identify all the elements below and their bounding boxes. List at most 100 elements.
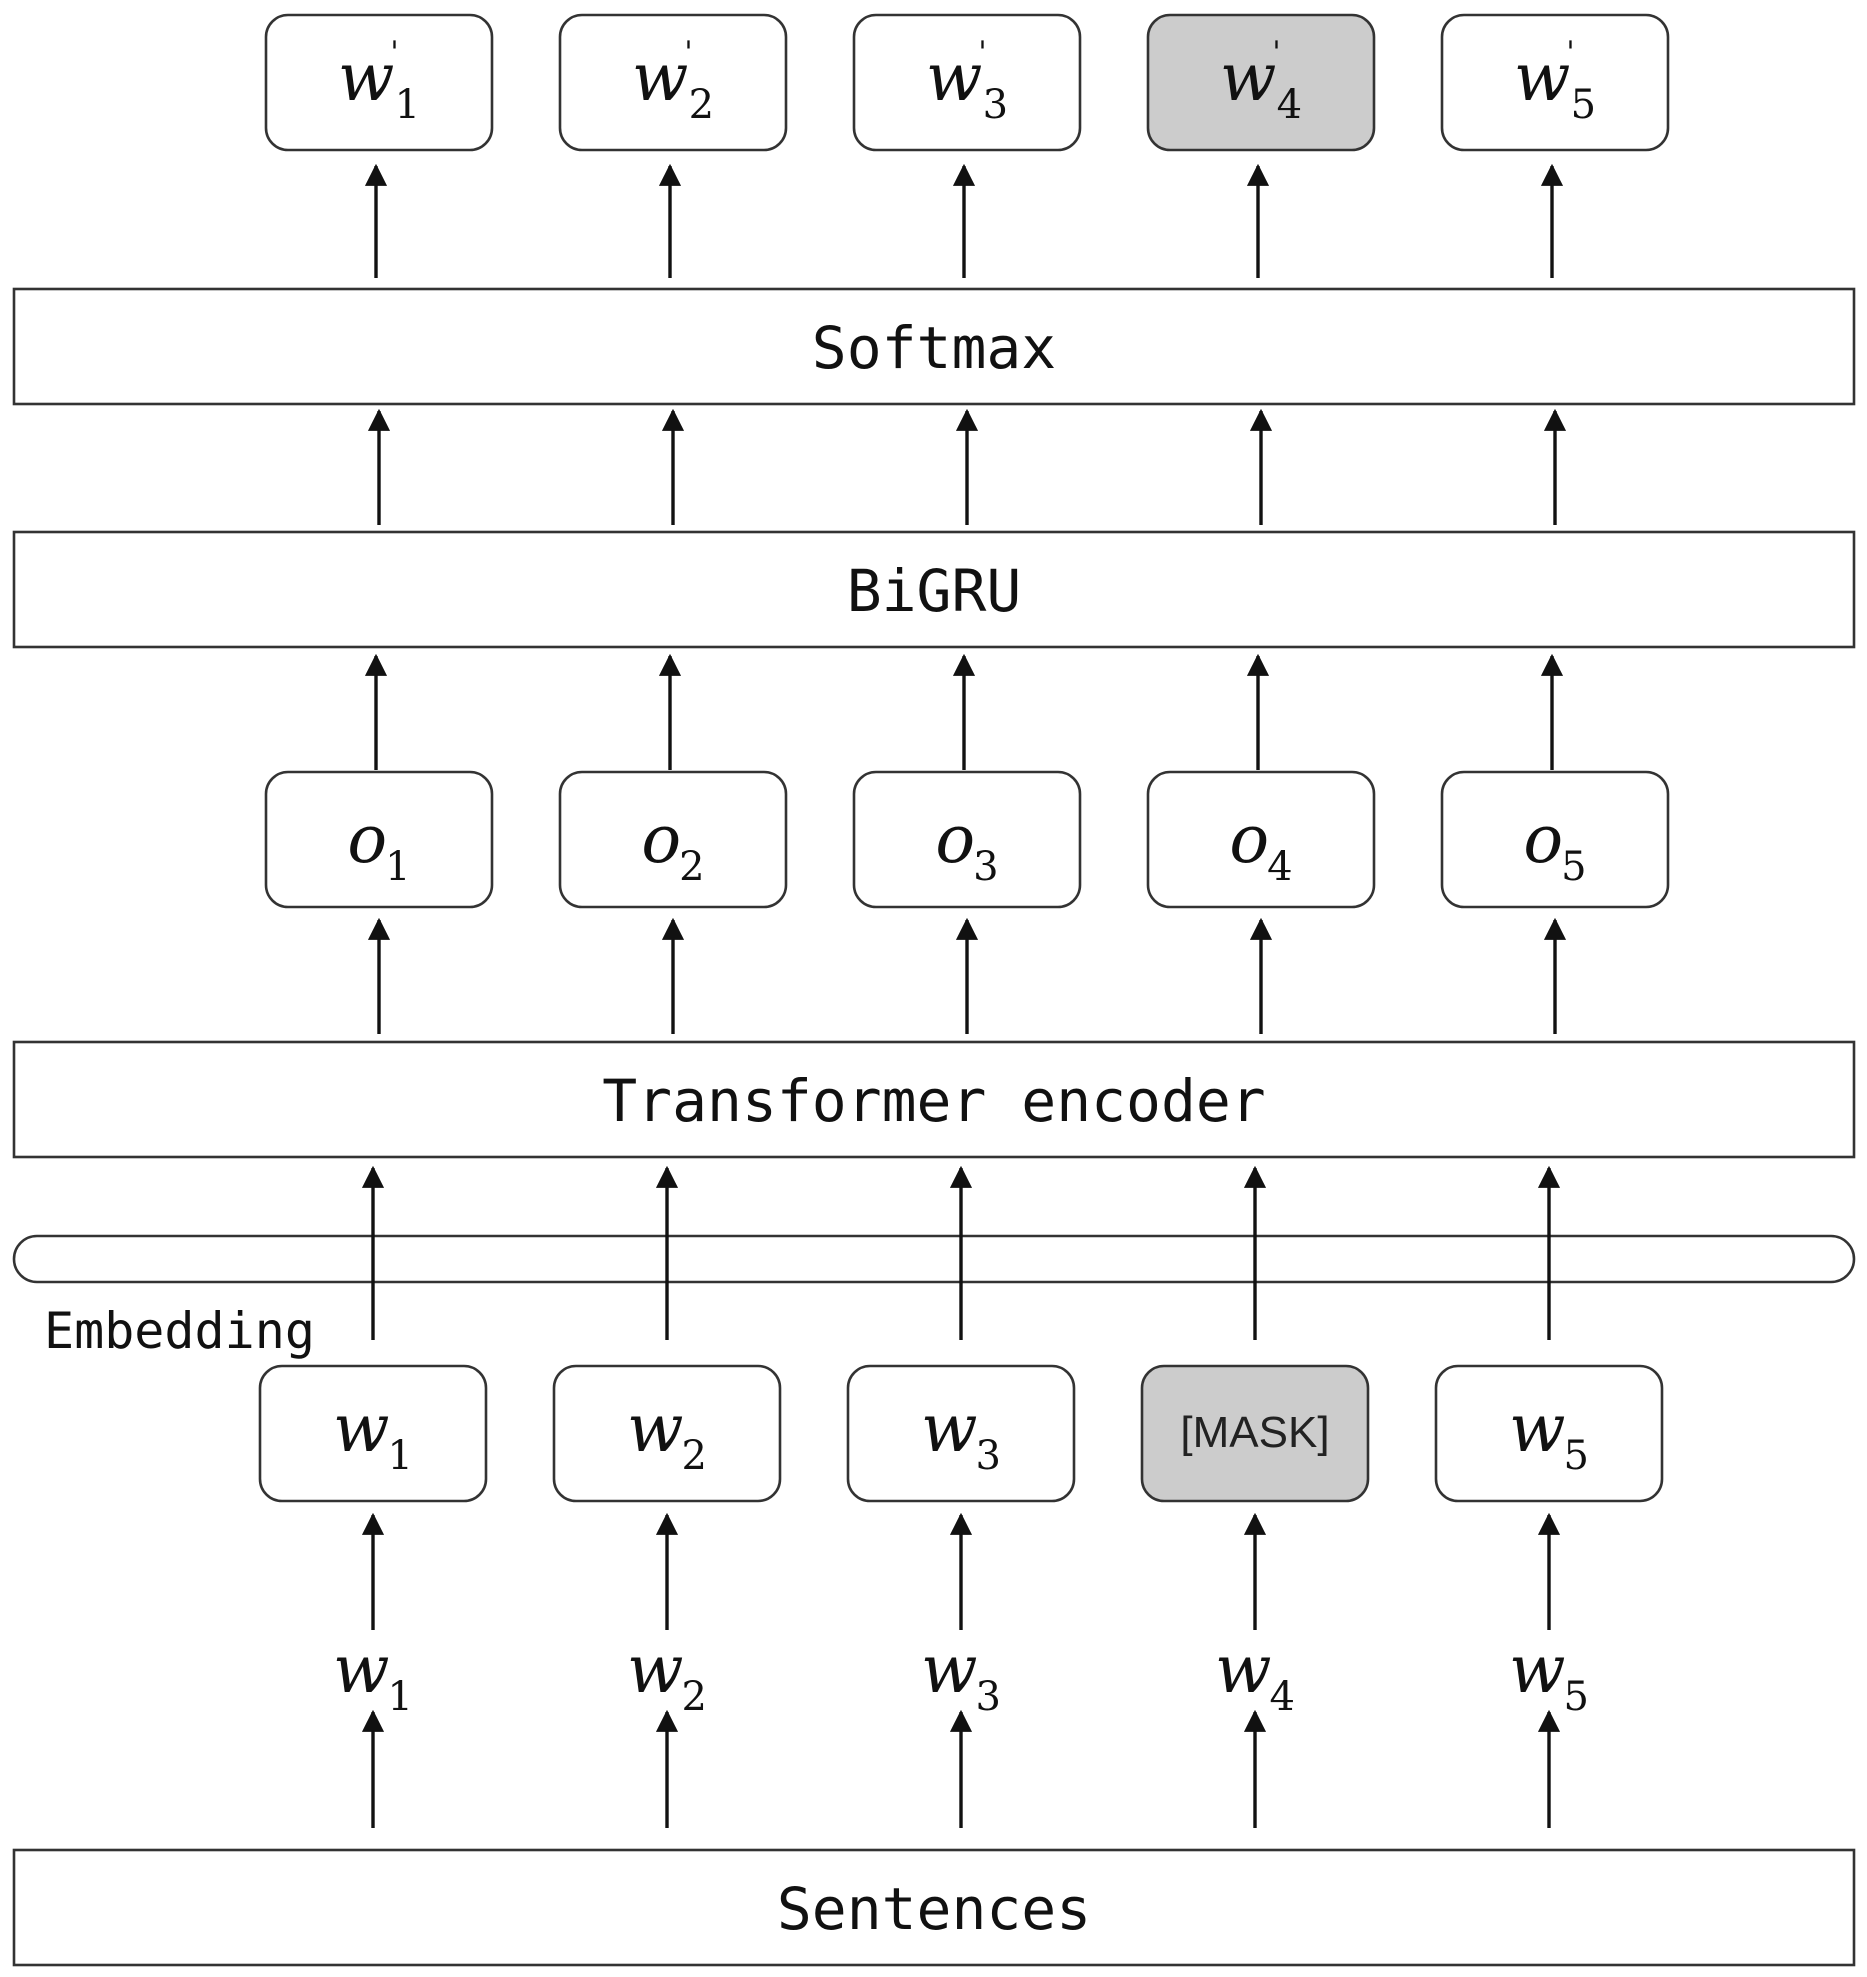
svg-text:w3: w3 [921,1390,1001,1479]
softmax-label: Softmax [812,314,1056,382]
input-word-2-base: w [627,1631,684,1708]
sentences-label: Sentences [777,1875,1091,1943]
input-word-1-base: w [333,1631,390,1708]
embedded-token-5-base: w [1509,1390,1566,1467]
embedded-token-5: w5 [1434,1364,1664,1503]
encoder-output-2: o2 [558,770,788,909]
embedded-token-3-base: w [921,1390,978,1467]
output-token-3-sub: 3 [983,82,1008,128]
output-token-2-base: w [632,39,689,116]
softmax-layer: Softmax [12,287,1856,406]
embedding-layer: Embedding [12,1234,1856,1360]
bigru-label: BiGRU [847,557,1022,625]
svg-text:o4: o4 [1229,801,1292,890]
input-word-2: w2 [627,1631,707,1720]
embedded-token-5-sub: 5 [1564,1433,1589,1479]
input-word-4: w4 [1215,1631,1295,1720]
embedded-token-1: w1 [258,1364,488,1503]
output-token-1: w' 1 [264,13,494,152]
svg-text:w'4: w' 4 [1220,35,1302,128]
embedded-token-2: w2 [552,1364,782,1503]
encoder-output-1-sub: 1 [385,844,410,890]
output-token-3: w' 3 [852,13,1082,152]
encoder-output-4-sub: 4 [1267,844,1292,890]
output-token-5-prime: ' [1566,35,1574,70]
svg-text:w'5: w' 5 [1514,35,1596,128]
output-token-4-base: w [1220,39,1277,116]
encoder-output-5: o5 [1440,770,1670,909]
input-word-4-sub: 4 [1270,1674,1295,1720]
mask-token-label: [MASK] [1180,1408,1329,1457]
svg-text:o1: o1 [347,801,410,890]
input-word-5-base: w [1509,1631,1566,1708]
svg-text:w'1: w' 1 [338,35,420,128]
output-token-3-prime: ' [978,35,986,70]
embedded-token-2-base: w [627,1390,684,1467]
input-words-row: w1 w2 w3 w4 w5 [333,1631,1589,1720]
encoder-output-3-sub: 3 [973,844,998,890]
output-token-5-sub: 5 [1571,82,1596,128]
transformer-encoder-layer: Transformer encoder [12,1040,1856,1159]
output-token-4-prime: ' [1272,35,1280,70]
svg-text:w'2: w' 2 [632,35,714,128]
input-word-3-sub: 3 [976,1674,1001,1720]
output-token-1-base: w [338,39,395,116]
svg-text:w1: w1 [333,1390,413,1479]
arrows-sentences-to-words [361,1709,1561,1828]
input-word-1-sub: 1 [388,1674,413,1720]
output-tokens-row: w'1 w'2 w'3 w'4 w'5 [264,13,1670,152]
encoder-output-3-base: o [935,801,975,878]
embedded-tokens-row: w1 w2 w3 [MASK] w5 [258,1364,1664,1503]
encoder-output-2-base: o [641,801,681,878]
encoder-output-1: o1 [264,770,494,909]
output-token-4-highlight [1146,13,1376,152]
input-word-5-sub: 5 [1564,1674,1589,1720]
embedded-token-3: w3 [846,1364,1076,1503]
encoder-output-5-base: o [1523,801,1563,878]
embedded-token-1-base: w [333,1390,390,1467]
output-token-2: w' 2 [558,13,788,152]
svg-text:w5: w5 [1509,1390,1589,1479]
arrows-transformer-to-encoder-outputs [367,917,1567,1034]
arrows-words-to-embedded [361,1512,1561,1630]
input-word-3-base: w [921,1631,978,1708]
transformer-encoder-label: Transformer encoder [602,1067,1265,1135]
input-word-3: w3 [921,1631,1001,1720]
arrows-bigru-to-softmax [367,408,1567,525]
arrows-softmax-to-outputs [364,163,1564,278]
embedded-token-4-mask: [MASK] [1140,1364,1370,1503]
encoder-output-1-base: o [347,801,387,878]
arrows-embedding-to-transformer [361,1165,1561,1340]
encoder-output-5-sub: 5 [1561,844,1586,890]
encoder-output-4: o4 [1146,770,1376,909]
input-word-5: w5 [1509,1631,1589,1720]
svg-text:o5: o5 [1523,801,1586,890]
output-token-1-prime: ' [390,35,398,70]
input-word-4-base: w [1215,1631,1272,1708]
embedded-token-1-sub: 1 [388,1433,413,1479]
svg-text:w2: w2 [627,1390,707,1479]
output-token-2-prime: ' [684,35,692,70]
encoder-output-3: o3 [852,770,1082,909]
svg-text:o3: o3 [935,801,998,890]
embedded-token-3-sub: 3 [976,1433,1001,1479]
bigru-layer: BiGRU [12,530,1856,649]
input-word-1: w1 [333,1631,413,1720]
output-token-5: w' 5 [1440,13,1670,152]
encoder-output-2-sub: 2 [679,844,704,890]
mask-token-highlight [1140,1364,1370,1503]
svg-text:w'3: w' 3 [926,35,1008,128]
output-token-1-sub: 1 [395,82,420,128]
sentences-layer: Sentences [12,1848,1856,1967]
output-token-5-base: w [1514,39,1571,116]
encoder-output-4-base: o [1229,801,1269,878]
output-token-4: w' 4 [1146,13,1376,152]
output-token-4-sub: 4 [1277,82,1302,128]
arrows-encoder-outputs-to-bigru [364,653,1564,770]
output-token-2-sub: 2 [689,82,714,128]
output-token-3-base: w [926,39,983,116]
encoder-outputs-row: o1 o2 o3 o4 o5 [264,770,1670,909]
embedding-label: Embedding [44,1302,315,1360]
embedded-token-2-sub: 2 [682,1433,707,1479]
